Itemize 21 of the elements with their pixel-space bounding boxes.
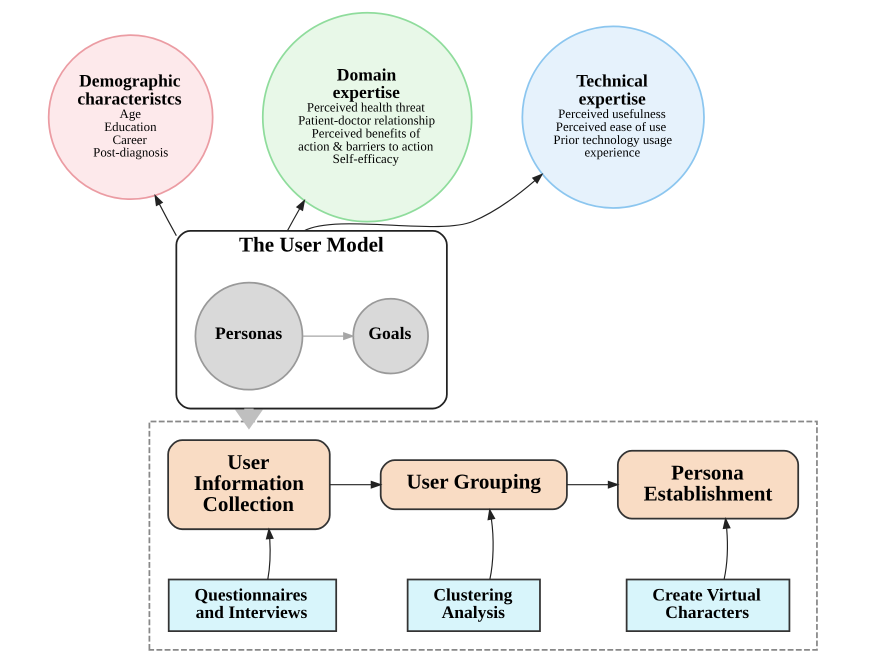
node-box: User Grouping bbox=[380, 459, 568, 510]
arrow bbox=[154, 194, 177, 236]
node-box: Clustering Analysis bbox=[406, 578, 541, 632]
node-circle: Demographic characteristcs Age Education Career Post-diagnosis bbox=[48, 34, 214, 200]
arrow bbox=[304, 173, 544, 232]
arrow bbox=[567, 480, 620, 489]
node-circle: Goals bbox=[352, 298, 429, 374]
cluster bbox=[148, 420, 818, 651]
arrow bbox=[286, 199, 306, 232]
node-circle: Personas bbox=[194, 282, 304, 391]
node-box: Persona Establishment bbox=[616, 450, 800, 520]
arrow bbox=[487, 508, 496, 580]
node-circle: Technical expertise Perceived usefulness Perceived ease of use Prior technology usage experience bbox=[521, 25, 705, 209]
node-box: Create Virtual Characters bbox=[626, 578, 790, 632]
node-circle: Domain expertise Perceived health threat Patient-doctor relationship Perceived benefits of action & barriers to action Self-efficacy bbox=[262, 12, 473, 222]
arrow bbox=[266, 527, 274, 580]
arrow bbox=[303, 332, 355, 340]
node-box: Questionnaires and Interviews bbox=[168, 578, 338, 632]
node-box: User Information Collection bbox=[167, 439, 331, 530]
arrow bbox=[722, 517, 731, 580]
arrow bbox=[330, 480, 382, 489]
